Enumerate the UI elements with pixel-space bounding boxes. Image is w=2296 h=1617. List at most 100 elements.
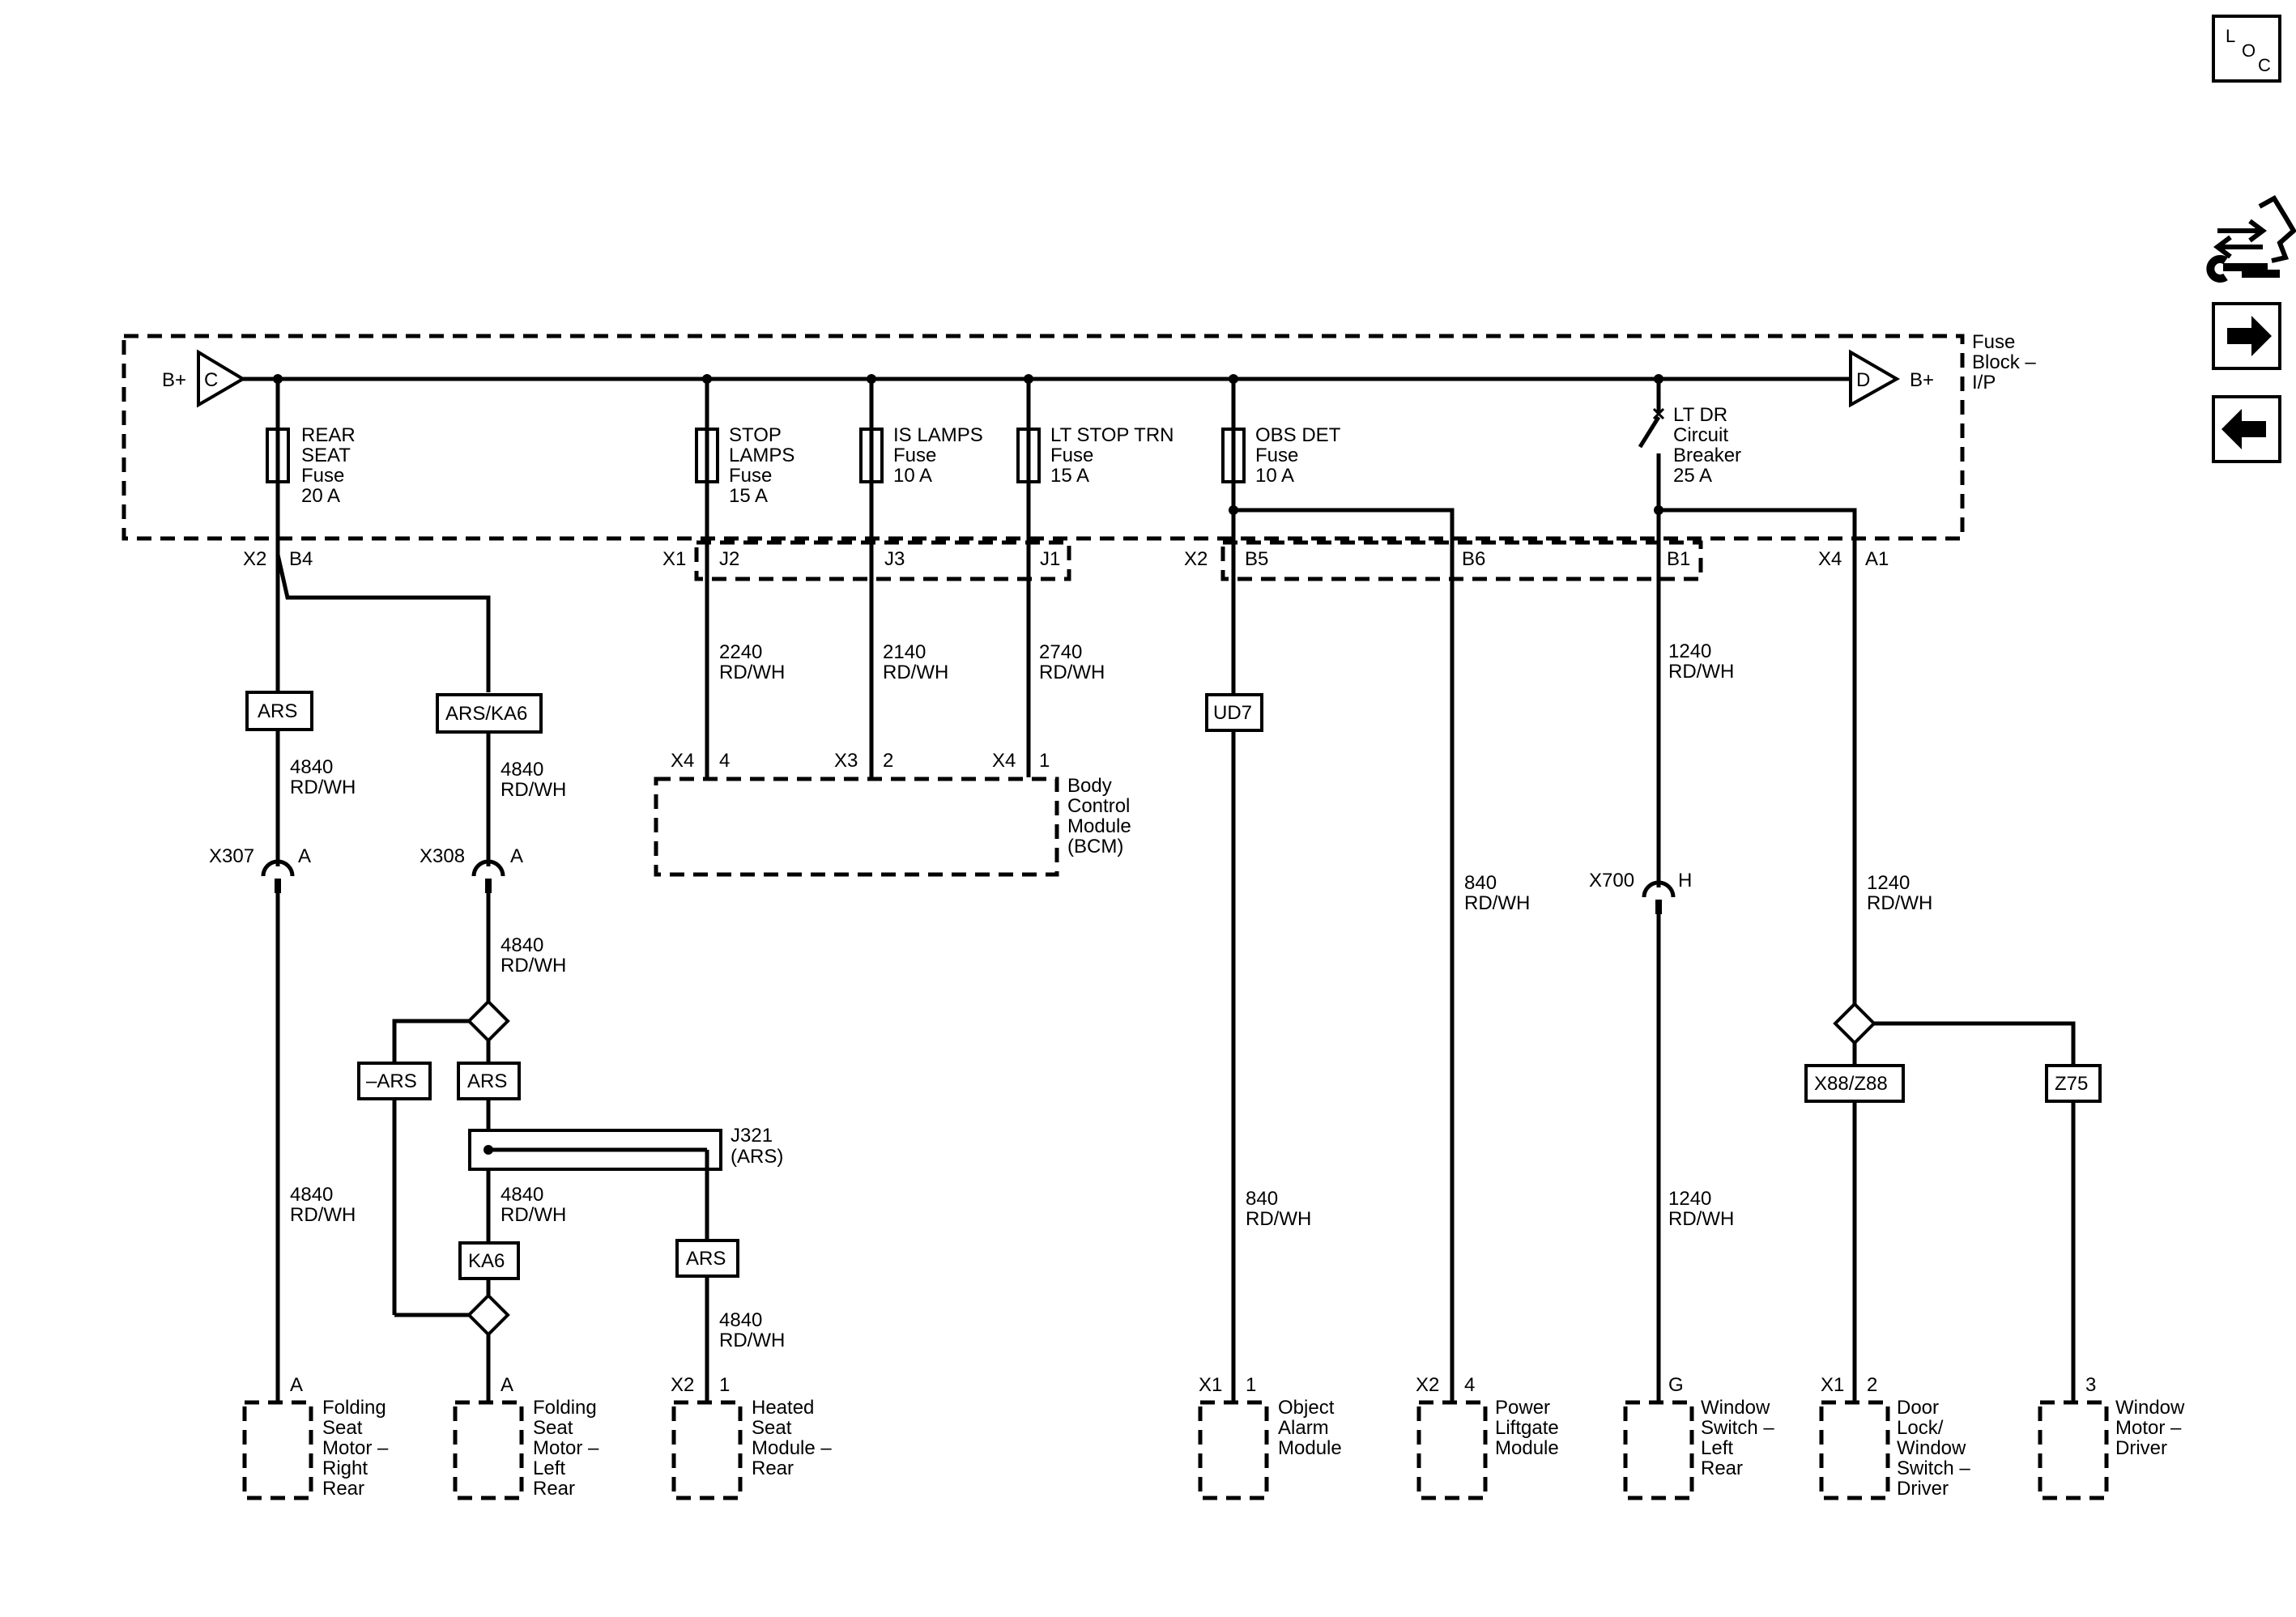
svg-text:RD/WH: RD/WH bbox=[1668, 661, 1734, 683]
svg-text:Rear: Rear bbox=[1701, 1457, 1743, 1479]
component-object-alarm-module: X1 1 Object Alarm Module bbox=[1198, 1374, 1342, 1500]
svg-text:RD/WH: RD/WH bbox=[1867, 892, 1932, 914]
svg-text:LT DR: LT DR bbox=[1673, 404, 1727, 426]
svg-text:Motor –: Motor – bbox=[322, 1437, 389, 1459]
svg-text:Fuse: Fuse bbox=[1255, 445, 1298, 466]
svg-text:3: 3 bbox=[2085, 1374, 2096, 1396]
svg-text:Window: Window bbox=[1701, 1397, 1770, 1419]
svg-text:Z75: Z75 bbox=[2055, 1073, 2088, 1095]
svg-text:J1: J1 bbox=[1040, 548, 1060, 570]
svg-text:X1: X1 bbox=[1821, 1374, 1844, 1396]
svg-text:REAR: REAR bbox=[301, 424, 356, 446]
svg-text:Fuse: Fuse bbox=[301, 465, 344, 487]
circuit-rear-seat: ARS ARS/KA6 4840 RD/WH 4840 RD/WH X307 A… bbox=[209, 482, 785, 1402]
svg-text:B+: B+ bbox=[162, 369, 186, 391]
fuse-obs-det: OBS DET Fuse 10 A bbox=[1221, 379, 1341, 487]
loc-icon-l: L bbox=[2226, 26, 2235, 46]
svg-text:LAMPS: LAMPS bbox=[729, 445, 794, 466]
connector-x2-outline bbox=[1220, 540, 1703, 581]
svg-text:X4: X4 bbox=[992, 750, 1016, 772]
svg-text:B6: B6 bbox=[1462, 548, 1485, 570]
svg-text:ARS: ARS bbox=[686, 1248, 726, 1270]
loc-icon[interactable]: L O C bbox=[2212, 15, 2281, 83]
fuse-block-outline bbox=[121, 334, 1965, 541]
svg-text:G: G bbox=[1668, 1374, 1684, 1396]
svg-text:2140: 2140 bbox=[883, 641, 926, 663]
svg-text:–ARS: –ARS bbox=[366, 1070, 417, 1092]
svg-text:Left: Left bbox=[533, 1457, 565, 1479]
svg-text:RD/WH: RD/WH bbox=[883, 662, 948, 683]
svg-text:25 A: 25 A bbox=[1673, 465, 1712, 487]
svg-text:1: 1 bbox=[719, 1374, 730, 1396]
svg-text:KA6: KA6 bbox=[468, 1250, 505, 1272]
svg-text:A1: A1 bbox=[1865, 548, 1889, 570]
circuit-lt-dr: X700 H 1240 RD/WH 1240 RD/WH 1240 RD/WH … bbox=[1589, 505, 2102, 1402]
svg-text:Power: Power bbox=[1495, 1397, 1550, 1419]
svg-text:15 A: 15 A bbox=[729, 485, 768, 507]
svg-text:Module: Module bbox=[1278, 1437, 1342, 1459]
svg-text:Switch –: Switch – bbox=[1897, 1457, 1970, 1479]
svg-text:RD/WH: RD/WH bbox=[719, 662, 785, 683]
svg-text:Right: Right bbox=[322, 1457, 368, 1479]
svg-text:Driver: Driver bbox=[2115, 1437, 2167, 1459]
svg-text:2740: 2740 bbox=[1039, 641, 1082, 663]
circuit-obs-det: UD7 840 RD/WH 840 RD/WH bbox=[1205, 482, 1530, 1402]
svg-text:J321: J321 bbox=[731, 1125, 773, 1147]
svg-text:D: D bbox=[1856, 369, 1870, 391]
svg-text:X88/Z88: X88/Z88 bbox=[1814, 1073, 1888, 1095]
loc-icon-c: C bbox=[2258, 55, 2271, 75]
component-folding-seat-motor-right-rear: A Folding Seat Motor – Right Rear bbox=[242, 1374, 389, 1500]
svg-text:20 A: 20 A bbox=[301, 485, 340, 507]
svg-text:RD/WH: RD/WH bbox=[501, 955, 566, 977]
svg-text:RD/WH: RD/WH bbox=[501, 1204, 566, 1226]
svg-text:RD/WH: RD/WH bbox=[1039, 662, 1105, 683]
svg-text:B5: B5 bbox=[1245, 548, 1268, 570]
arrow-left-icon[interactable] bbox=[2212, 395, 2281, 463]
svg-text:IS LAMPS: IS LAMPS bbox=[893, 424, 983, 446]
svg-text:H: H bbox=[1678, 870, 1692, 891]
svg-text:1240: 1240 bbox=[1867, 872, 1910, 894]
svg-text:A: A bbox=[290, 1374, 303, 1396]
svg-text:RD/WH: RD/WH bbox=[1246, 1208, 1311, 1230]
svg-text:Heated: Heated bbox=[752, 1397, 814, 1419]
circuit-breaker-lt-dr: LT DR Circuit Breaker 25 A bbox=[1638, 379, 1741, 510]
svg-text:10 A: 10 A bbox=[1255, 465, 1294, 487]
b-plus-input-right: D B+ bbox=[1849, 349, 1934, 408]
connector-view-icon[interactable] bbox=[2206, 194, 2296, 283]
svg-text:X2: X2 bbox=[671, 1374, 694, 1396]
svg-text:Motor –: Motor – bbox=[2115, 1417, 2182, 1439]
svg-text:X1: X1 bbox=[1199, 1374, 1222, 1396]
svg-text:2: 2 bbox=[1867, 1374, 1877, 1396]
svg-text:X2: X2 bbox=[243, 548, 266, 570]
svg-text:X3: X3 bbox=[834, 750, 858, 772]
svg-text:Module: Module bbox=[1067, 815, 1131, 837]
svg-text:Window: Window bbox=[1897, 1437, 1966, 1459]
svg-text:Rear: Rear bbox=[752, 1457, 794, 1479]
svg-text:4840: 4840 bbox=[290, 756, 333, 778]
svg-text:Rear: Rear bbox=[322, 1478, 364, 1500]
svg-text:ARS/KA6: ARS/KA6 bbox=[445, 703, 527, 725]
circuit-bcm: 2240 RD/WH 2140 RD/WH 2740 RD/WH X4 4 X3… bbox=[671, 482, 1105, 777]
svg-text:Driver: Driver bbox=[1897, 1478, 1949, 1500]
svg-text:Fuse: Fuse bbox=[1050, 445, 1093, 466]
svg-text:4840: 4840 bbox=[501, 759, 543, 781]
svg-text:A: A bbox=[510, 845, 523, 867]
svg-text:OBS DET: OBS DET bbox=[1255, 424, 1341, 446]
svg-text:Liftgate: Liftgate bbox=[1495, 1417, 1559, 1439]
svg-text:10 A: 10 A bbox=[893, 465, 932, 487]
svg-text:Lock/: Lock/ bbox=[1897, 1417, 1944, 1439]
svg-text:LT STOP TRN: LT STOP TRN bbox=[1050, 424, 1174, 446]
svg-text:RD/WH: RD/WH bbox=[501, 779, 566, 801]
svg-text:A: A bbox=[501, 1374, 513, 1396]
svg-text:X4: X4 bbox=[1818, 548, 1842, 570]
fuse-stop-lamps: STOP LAMPS Fuse 15 A bbox=[695, 379, 794, 507]
svg-text:Folding: Folding bbox=[322, 1397, 386, 1419]
svg-text:X307: X307 bbox=[209, 845, 254, 867]
svg-text:ARS: ARS bbox=[258, 700, 297, 722]
svg-text:840: 840 bbox=[1246, 1188, 1278, 1210]
component-heated-seat-module-rear: X2 1 Heated Seat Module – Rear bbox=[671, 1374, 832, 1500]
svg-text:Breaker: Breaker bbox=[1673, 445, 1741, 466]
svg-text:RD/WH: RD/WH bbox=[290, 777, 356, 798]
svg-text:Module –: Module – bbox=[752, 1437, 832, 1459]
arrow-right-icon[interactable] bbox=[2212, 302, 2281, 370]
